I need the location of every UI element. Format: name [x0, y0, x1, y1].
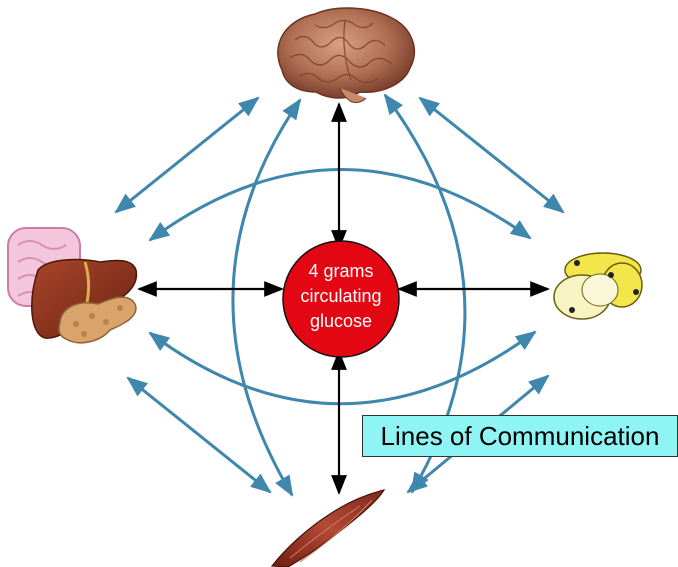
caption-text: Lines of Communication	[381, 421, 660, 452]
adipose-tissue-icon	[554, 253, 642, 319]
glucose-node: 4 grams circulating glucose	[283, 241, 399, 357]
glucose-line-3: glucose	[310, 311, 372, 331]
glucose-line-2: circulating	[300, 286, 381, 306]
lines-of-communication-label: Lines of Communication	[362, 415, 678, 457]
liver-pancreas-intestine-icon	[8, 228, 136, 343]
brain-icon	[278, 8, 414, 102]
muscle-icon	[272, 490, 384, 567]
diag-brain-liver	[116, 98, 258, 212]
glucose-line-1: 4 grams	[308, 261, 373, 281]
